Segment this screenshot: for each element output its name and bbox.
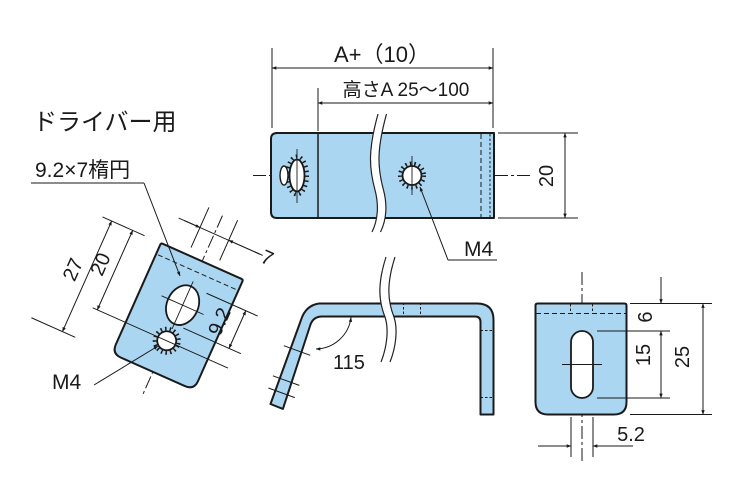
leg-tick-3 — [268, 387, 295, 399]
drawing-title: ドライバー用 — [33, 109, 177, 136]
side-view: 115 — [268, 256, 495, 416]
oval-note-callout: 9.2×7楕円 — [31, 159, 181, 277]
m4-callout-top: M4 — [419, 186, 497, 261]
side-break-line-left — [379, 256, 388, 363]
flat-m4-centerline — [92, 307, 229, 369]
dim-slot-width-52: 5.2 — [538, 424, 645, 448]
dim-width-20: 20 — [498, 132, 578, 219]
end-view: 5.2 6 15 25 — [534, 272, 712, 462]
dim-7-label: 7 — [257, 246, 276, 271]
flat-view: 7 27 20 9.2 — [31, 207, 276, 397]
oval-hole-inner-edge — [279, 165, 289, 186]
dim-height-a: 高さA 25～100 — [317, 79, 494, 131]
dim-6-label: 6 — [635, 311, 657, 322]
side-break-line-right — [388, 256, 397, 363]
break-line-right — [378, 113, 388, 233]
dim-27-label: 27 — [59, 255, 88, 284]
dim-angle-115: 115 — [315, 317, 365, 374]
angle-115-label: 115 — [333, 352, 365, 374]
oval-note-label: 9.2×7楕円 — [35, 159, 130, 182]
break-gap — [370, 114, 387, 232]
oval-hole-v-centerline — [171, 281, 194, 330]
dim-width-20-label: 20 — [536, 165, 558, 187]
leg-tick-2 — [272, 375, 300, 386]
dim-overall-length: A+（10） — [271, 42, 494, 128]
dim-15-label: 15 — [633, 344, 655, 366]
m4-label-top: M4 — [464, 238, 493, 261]
m4-callout-flat: M4 — [52, 345, 159, 394]
dim-overall-label: A+（10） — [334, 42, 430, 67]
flat-view-bend-line — [157, 254, 237, 291]
top-view: A+（10） 高さA 25～100 20 M4 — [253, 42, 578, 261]
leg-tick-1 — [283, 345, 311, 356]
dim-25-label: 25 — [672, 346, 694, 368]
dim-52-label: 5.2 — [617, 424, 645, 446]
m4-label-flat: M4 — [52, 371, 81, 394]
top-view-plate — [270, 132, 495, 219]
end-view-right-dims: 6 15 25 — [597, 277, 712, 415]
side-break-gap — [379, 257, 397, 362]
dim-20-label: 20 — [87, 250, 116, 279]
break-line-left — [369, 113, 379, 233]
dim-height-a-label: 高さA 25～100 — [343, 79, 470, 101]
